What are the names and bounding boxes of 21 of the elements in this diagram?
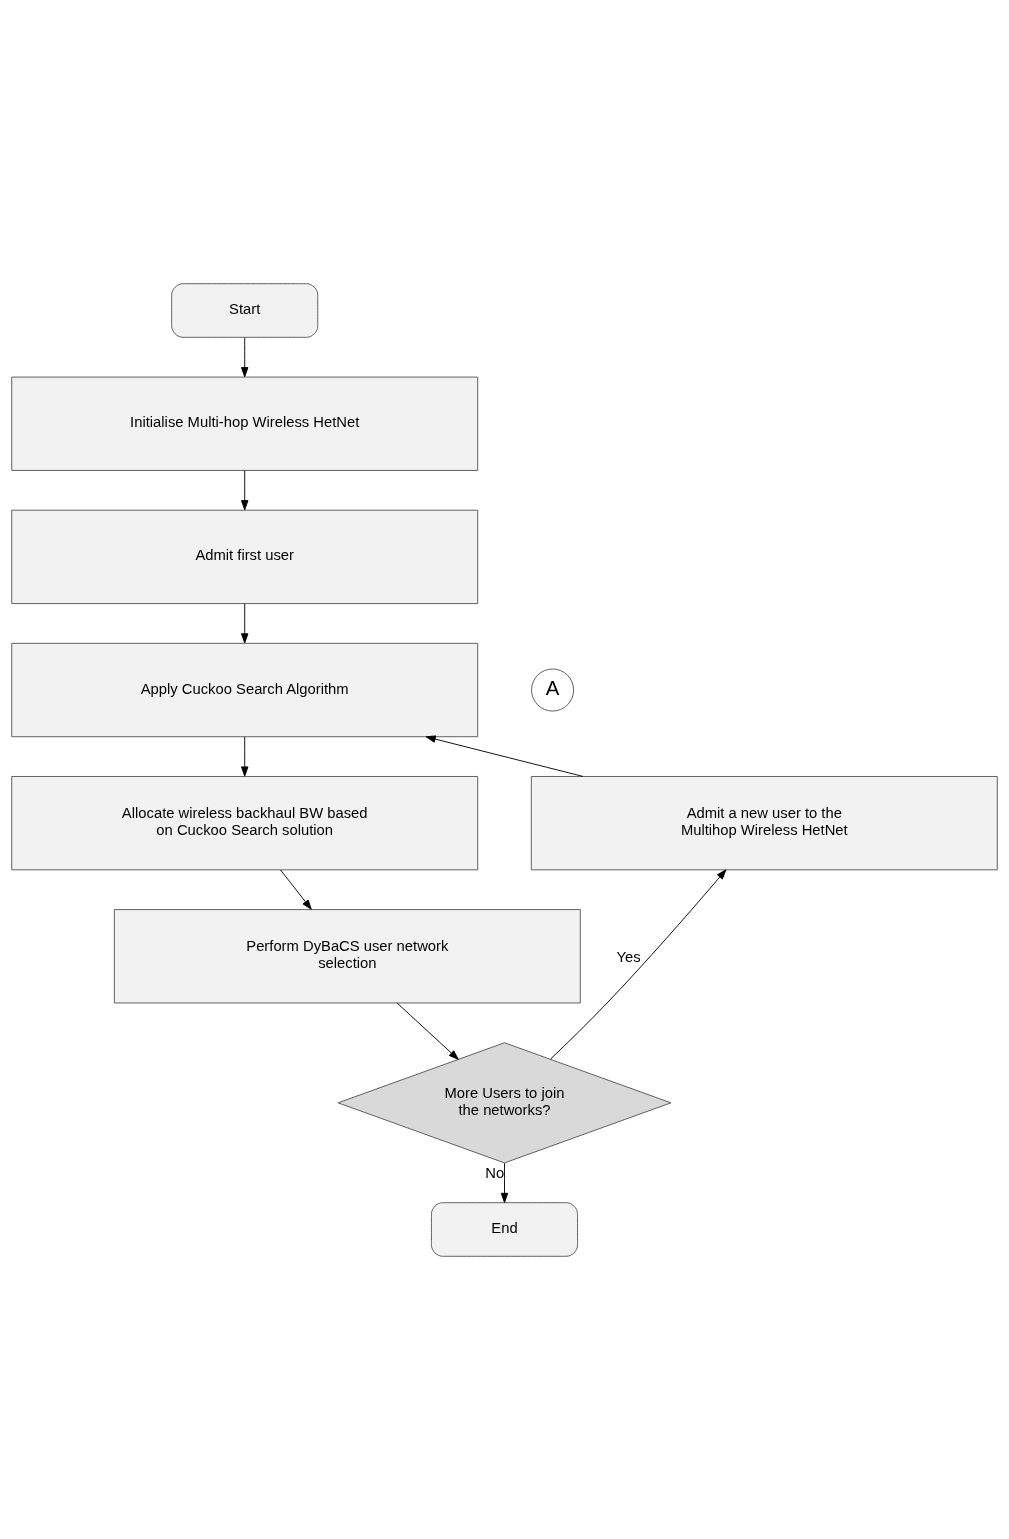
edge-label: Yes <box>616 948 641 965</box>
arrow <box>241 469 249 510</box>
arrow <box>425 734 584 777</box>
arrow <box>241 336 249 377</box>
node-box: Apply Cuckoo Search Algorithm <box>11 642 479 737</box>
arrow <box>241 735 249 777</box>
edge-label: No <box>485 1164 505 1181</box>
node-box: Admit a new user to the Multihop Wireless HetNet <box>530 775 998 870</box>
node-box: Perform DyBaCS user network selection <box>113 908 581 1003</box>
arrow <box>241 602 249 643</box>
node-circle: A <box>531 668 575 712</box>
arrow <box>280 869 312 910</box>
node-box: Allocate wireless backhaul BW based on Cuckoo Search solution <box>11 775 479 870</box>
node-box: Start <box>171 282 319 338</box>
arrow <box>396 1002 459 1060</box>
node-box: Initialise Multi-hop Wireless HetNet <box>11 376 479 471</box>
node-diamond: More Users to join the networks? <box>337 1041 672 1163</box>
node-box: End <box>431 1201 578 1257</box>
node-box: Admit first user <box>11 509 479 604</box>
arrow <box>500 1162 509 1203</box>
arrow <box>550 868 727 1060</box>
